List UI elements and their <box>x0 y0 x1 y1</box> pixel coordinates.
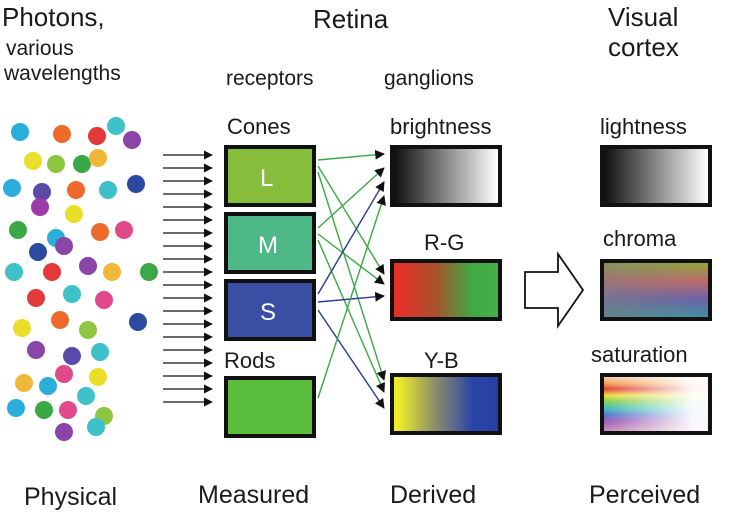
photon-dot <box>59 401 77 419</box>
photon-dot <box>63 347 81 365</box>
photon-dot <box>24 152 42 170</box>
brightness-label: brightness <box>390 114 492 139</box>
retina-heading: Retina <box>313 4 389 34</box>
receptor-ganglion-links <box>317 149 387 409</box>
stage-physical: Physical <box>24 483 118 511</box>
cone-L-box: L <box>224 145 316 207</box>
photon-dot <box>15 374 33 392</box>
cone-M-box: M <box>224 212 316 274</box>
rg-box <box>390 259 502 321</box>
photon-dot <box>107 117 125 135</box>
photon-dot <box>91 343 109 361</box>
rg-label: R-G <box>424 230 465 255</box>
photon-dot <box>95 291 113 309</box>
photon-dot <box>55 423 73 441</box>
photon-dot <box>55 237 73 255</box>
photon-arrows <box>163 150 213 407</box>
receptors-heading: receptors <box>226 67 314 90</box>
cone-L-letter: L <box>260 165 274 192</box>
photon-dot <box>33 183 51 201</box>
yb-box <box>390 373 502 435</box>
chroma-label: chroma <box>603 226 677 251</box>
photon-dot <box>77 387 95 405</box>
link-L-yb <box>317 171 387 381</box>
photon-dot <box>79 321 97 339</box>
photon-dot <box>123 131 141 149</box>
photon-dot <box>63 285 81 303</box>
visual-cortex-heading-line2: cortex <box>608 32 679 62</box>
photon-dot <box>31 198 49 216</box>
link-S-yb <box>317 309 385 409</box>
photons-subheading-wavelengths: wavelengths <box>4 62 121 85</box>
cone-S-box: S <box>224 279 316 341</box>
photon-dot <box>39 377 57 395</box>
photon-dot <box>140 263 158 281</box>
photon-dot <box>11 123 29 141</box>
photon-dot <box>67 181 85 199</box>
brightness-box <box>390 145 502 207</box>
photon-dot <box>5 263 23 281</box>
stage-derived: Derived <box>390 481 477 509</box>
link-S-brightness <box>317 181 385 295</box>
photon-dot <box>65 205 83 223</box>
photon-dot <box>35 401 53 419</box>
photon-dot <box>53 125 71 143</box>
saturation-box <box>600 373 712 435</box>
ganglions-heading: ganglions <box>384 67 474 90</box>
cones-label: Cones <box>227 114 291 139</box>
stage-perceived: Perceived <box>589 481 701 509</box>
link-M-yb <box>317 239 385 393</box>
photon-dot <box>43 263 61 281</box>
cone-S-letter: S <box>260 299 277 326</box>
link-L-brightness <box>317 149 385 161</box>
photon-dots <box>3 117 158 441</box>
photon-dot <box>127 175 145 193</box>
visual-cortex-heading-line1: Visual <box>608 2 679 32</box>
photon-dot <box>27 289 45 307</box>
photon-dot <box>73 155 91 173</box>
photon-dot <box>55 365 73 383</box>
photon-dot <box>91 223 109 241</box>
photon-dot <box>3 179 21 197</box>
link-M-brightness <box>317 167 385 229</box>
photons-subheading-various: various <box>6 37 74 60</box>
photon-dot <box>29 243 47 261</box>
yb-label: Y-B <box>424 348 459 373</box>
photons-heading: Photons, <box>2 2 105 32</box>
photon-dot <box>27 341 45 359</box>
link-rods-brightness <box>317 195 386 399</box>
photon-dot <box>103 263 121 281</box>
photon-dot <box>79 257 97 275</box>
photon-dot <box>115 221 133 239</box>
photon-dot <box>9 221 27 239</box>
photon-dot <box>129 313 147 331</box>
photon-dot <box>88 127 106 145</box>
link-M-rg <box>317 233 385 285</box>
stage-measured: Measured <box>198 481 310 509</box>
rods-box <box>224 376 316 438</box>
photon-dot <box>99 181 117 199</box>
link-L-rg <box>317 165 385 275</box>
photon-dot <box>89 368 107 386</box>
lightness-label: lightness <box>600 114 687 139</box>
block-arrow <box>524 251 585 329</box>
cone-M-letter: M <box>258 232 278 259</box>
saturation-label: saturation <box>591 342 688 367</box>
chroma-box <box>600 259 712 321</box>
photon-dot <box>89 149 107 167</box>
rods-label: Rods <box>224 348 276 373</box>
photon-dot <box>13 319 31 337</box>
photon-dot <box>51 311 69 329</box>
lightness-box <box>600 145 712 207</box>
photon-dot <box>87 418 105 436</box>
photon-dot <box>7 399 25 417</box>
photon-dot <box>47 155 65 173</box>
